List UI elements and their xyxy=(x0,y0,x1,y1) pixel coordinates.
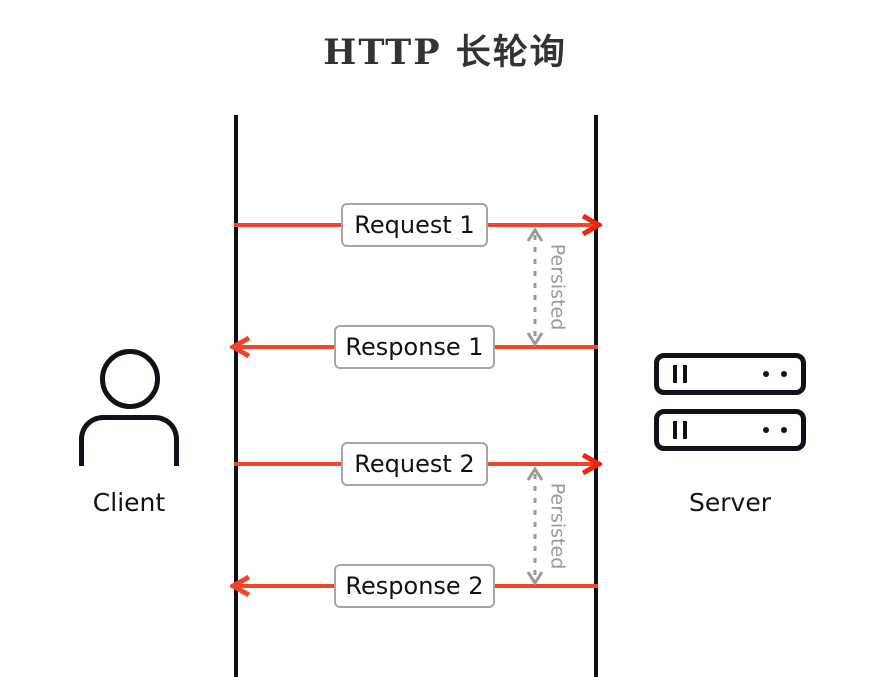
message-label-box[interactable]: Request 1 xyxy=(341,203,488,247)
server-dots-icon xyxy=(763,371,787,377)
message-label-box[interactable]: Response 1 xyxy=(334,325,495,369)
page-title: HTTP 长轮询 xyxy=(323,32,567,73)
client-lifeline xyxy=(234,115,238,677)
arrowhead-left-icon xyxy=(230,335,252,359)
double-arrow-dashed-icon xyxy=(524,227,546,347)
server-unit-icon xyxy=(654,409,806,451)
double-arrow-dashed-icon xyxy=(524,466,546,586)
server-label: Server xyxy=(689,488,771,517)
arrowhead-left-icon xyxy=(230,574,252,598)
persisted-annotation: Persisted xyxy=(512,227,576,347)
server-bars-icon xyxy=(673,365,687,383)
persisted-label-text: Persisted xyxy=(546,243,568,331)
arrowhead-right-icon xyxy=(580,452,602,476)
server-dots-icon xyxy=(763,427,787,433)
persisted-label-text: Persisted xyxy=(546,482,568,570)
server-lifeline xyxy=(594,115,598,677)
server-bars-icon xyxy=(673,421,687,439)
person-head-icon xyxy=(100,349,160,409)
arrowhead-right-icon xyxy=(580,213,602,237)
persisted-annotation: Persisted xyxy=(512,466,576,586)
client-label: Client xyxy=(92,488,166,517)
message-label-box[interactable]: Request 2 xyxy=(341,442,488,486)
person-icon xyxy=(79,349,179,466)
server-unit-icon xyxy=(654,353,806,395)
person-body-icon xyxy=(79,415,179,466)
server-rack-icon xyxy=(654,353,806,453)
message-label-box[interactable]: Response 2 xyxy=(334,564,495,608)
